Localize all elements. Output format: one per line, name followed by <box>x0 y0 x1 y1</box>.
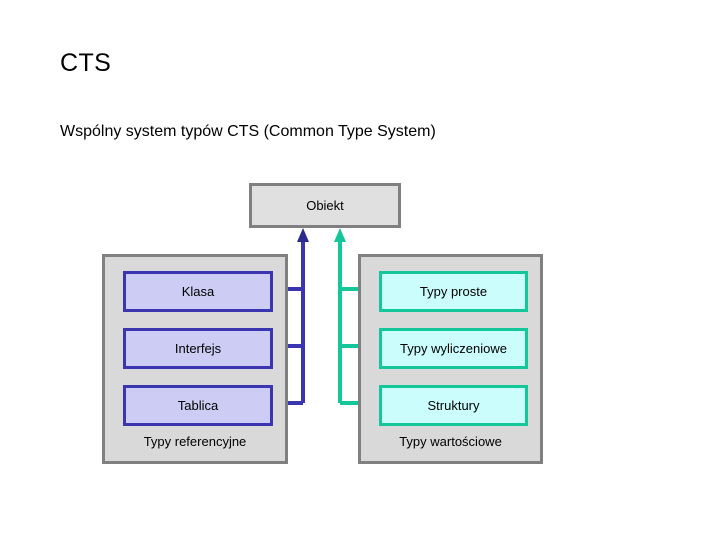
node-tablica[interactable]: Tablica <box>123 385 273 426</box>
node-typy-wyliczeniowe-label: Typy wyliczeniowe <box>400 340 507 356</box>
group-typy-referencyjne[interactable]: Klasa Interfejs Tablica Typy referencyjn… <box>102 254 288 464</box>
group-typy-referencyjne-caption: Typy referencyjne <box>143 434 247 449</box>
node-obiekt[interactable]: Obiekt <box>249 183 401 228</box>
node-typy-proste[interactable]: Typy proste <box>379 271 528 312</box>
group-typy-wartosciowe-caption: Typy wartościowe <box>399 434 502 449</box>
node-typy-wyliczeniowe[interactable]: Typy wyliczeniowe <box>379 328 528 369</box>
node-klasa-label: Klasa <box>181 283 215 299</box>
node-interfejs[interactable]: Interfejs <box>123 328 273 369</box>
slide-subtitle: Wspólny system typów CTS (Common Type Sy… <box>60 123 436 140</box>
node-tablica-label: Tablica <box>177 397 219 413</box>
node-typy-proste-label: Typy proste <box>419 283 488 299</box>
node-klasa[interactable]: Klasa <box>123 271 273 312</box>
node-struktury-label: Struktury <box>427 397 480 413</box>
node-obiekt-label: Obiekt <box>306 197 344 213</box>
node-interfejs-label: Interfejs <box>174 340 222 356</box>
node-struktury[interactable]: Struktury <box>379 385 528 426</box>
group-typy-wartosciowe[interactable]: Typy proste Typy wyliczeniowe Struktury … <box>358 254 543 464</box>
page-title: CTS <box>60 49 112 77</box>
